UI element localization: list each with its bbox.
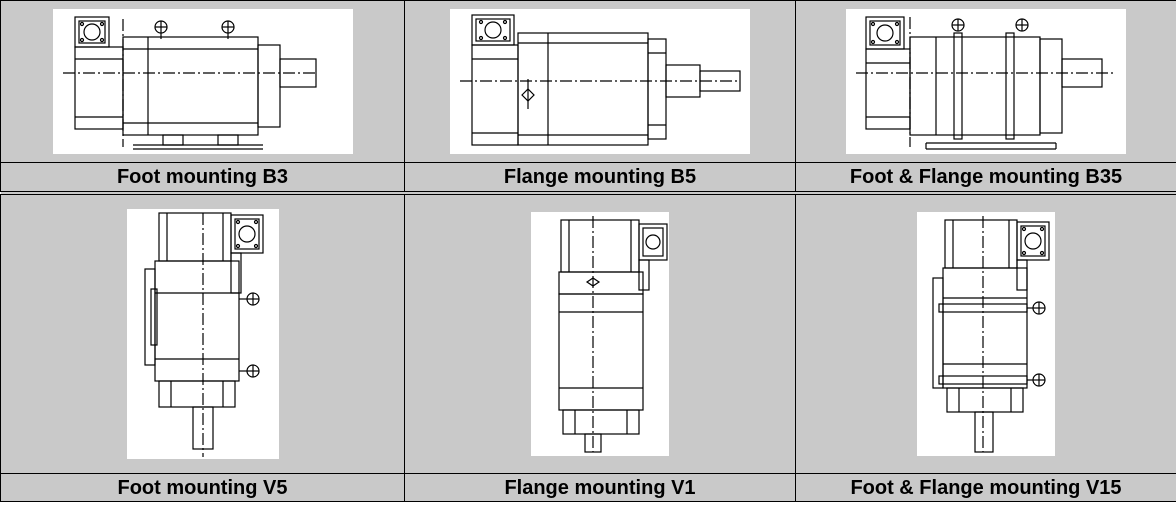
caption-v5: Foot mounting V5 <box>117 476 288 499</box>
caption-v15: Foot & Flange mounting V15 <box>850 476 1122 499</box>
motor-drawing-v1 <box>531 212 669 456</box>
caption-b3-cell: Foot mounting B3 <box>0 162 405 195</box>
caption-b5: Flange mounting B5 <box>503 166 697 188</box>
caption-b3: Foot mounting B3 <box>116 166 289 188</box>
horizontal-drawings-row <box>0 0 1176 163</box>
caption-v15-cell: Foot & Flange mounting V15 <box>795 473 1176 502</box>
motor-drawing-b3 <box>52 9 353 154</box>
cell-v1-drawing <box>404 192 796 474</box>
caption-v1-cell: Flange mounting V1 <box>404 473 796 502</box>
cell-b3-drawing <box>0 0 405 163</box>
vertical-drawings-row <box>0 192 1176 474</box>
motor-drawing-v5 <box>126 209 279 459</box>
caption-b5-cell: Flange mounting B5 <box>404 162 796 195</box>
motor-drawing-v15 <box>917 212 1055 456</box>
caption-b35-cell: Foot & Flange mounting B35 <box>795 162 1176 195</box>
cell-v15-drawing <box>795 192 1176 474</box>
motor-drawing-b35 <box>846 9 1126 154</box>
cell-b35-drawing <box>795 0 1176 163</box>
caption-b35: Foot & Flange mounting B35 <box>849 166 1123 188</box>
cell-b5-drawing <box>404 0 796 163</box>
vertical-captions-row: Foot mounting V5 Flange mounting V1 Foot… <box>0 473 1176 502</box>
cell-v5-drawing <box>0 192 405 474</box>
motor-drawing-b5 <box>450 9 750 154</box>
horizontal-captions-row: Foot mounting B3 Flange mounting B5 Foot… <box>0 162 1176 195</box>
caption-v1: Flange mounting V1 <box>504 476 696 499</box>
caption-v5-cell: Foot mounting V5 <box>0 473 405 502</box>
